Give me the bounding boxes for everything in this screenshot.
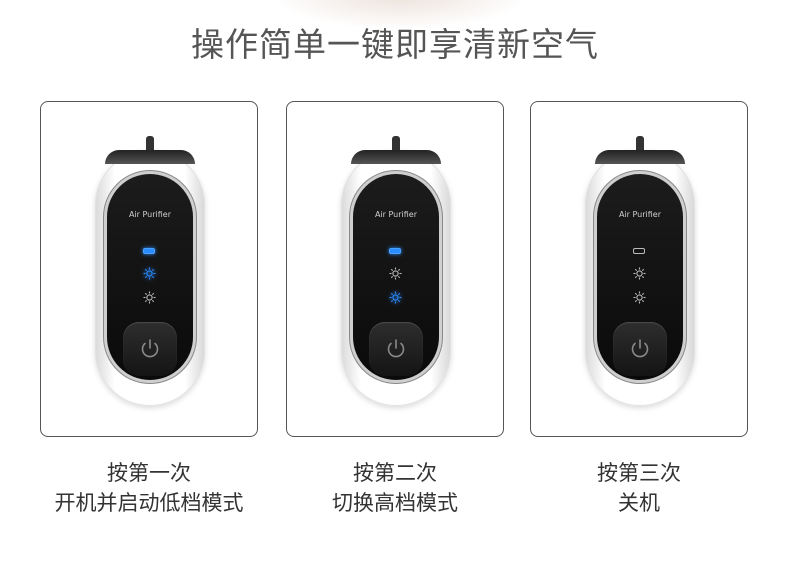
power-icon [387,339,405,358]
device-brand-label: Air Purifier [374,210,418,219]
panel-caption-2: 按第二次 切换高档模式 [275,458,515,518]
low-gear-icon [389,267,402,280]
power-icon [631,339,649,358]
panel-caption-1: 按第一次 开机并启动低档模式 [29,458,269,518]
caption-description: 关机 [618,491,660,515]
low-gear-icon [143,267,156,280]
panel-card-1: Air Purifier [40,101,258,437]
caption-description: 切换高档模式 [332,491,458,515]
device-top-cap [595,150,685,164]
device-top-cap [351,150,441,164]
low-gear-icon [633,267,646,280]
panel-card-3: Air Purifier [530,101,748,437]
device-screen: Air Purifier [107,174,193,380]
battery-indicator-icon [633,248,645,254]
device-brand-label: Air Purifier [618,210,662,219]
high-gear-icon [389,291,402,304]
caption-step: 按第二次 [353,461,437,485]
device-screen: Air Purifier [597,174,683,380]
high-gear-icon [633,291,646,304]
purifier-device: Air Purifier [95,136,205,406]
lanyard-loop [392,136,400,152]
device-top-cap [105,150,195,164]
power-icon [141,339,159,358]
purifier-device: Air Purifier [341,136,451,406]
battery-indicator-icon [389,248,401,254]
device-screen: Air Purifier [353,174,439,380]
caption-step: 按第一次 [107,461,191,485]
battery-indicator-icon [143,248,155,254]
caption-step: 按第三次 [597,461,681,485]
power-button[interactable] [123,322,177,376]
panel-caption-3: 按第三次 关机 [519,458,759,518]
power-button[interactable] [369,322,423,376]
device-brand-label: Air Purifier [128,210,172,219]
top-glow-decoration [270,0,530,30]
lanyard-loop [636,136,644,152]
caption-description: 开机并启动低档模式 [54,491,244,515]
lanyard-loop [146,136,154,152]
purifier-device: Air Purifier [585,136,695,406]
high-gear-icon [143,291,156,304]
power-button[interactable] [613,322,667,376]
panel-card-2: Air Purifier [286,101,504,437]
page-title: 操作简单一键即享清新空气 [191,25,599,64]
